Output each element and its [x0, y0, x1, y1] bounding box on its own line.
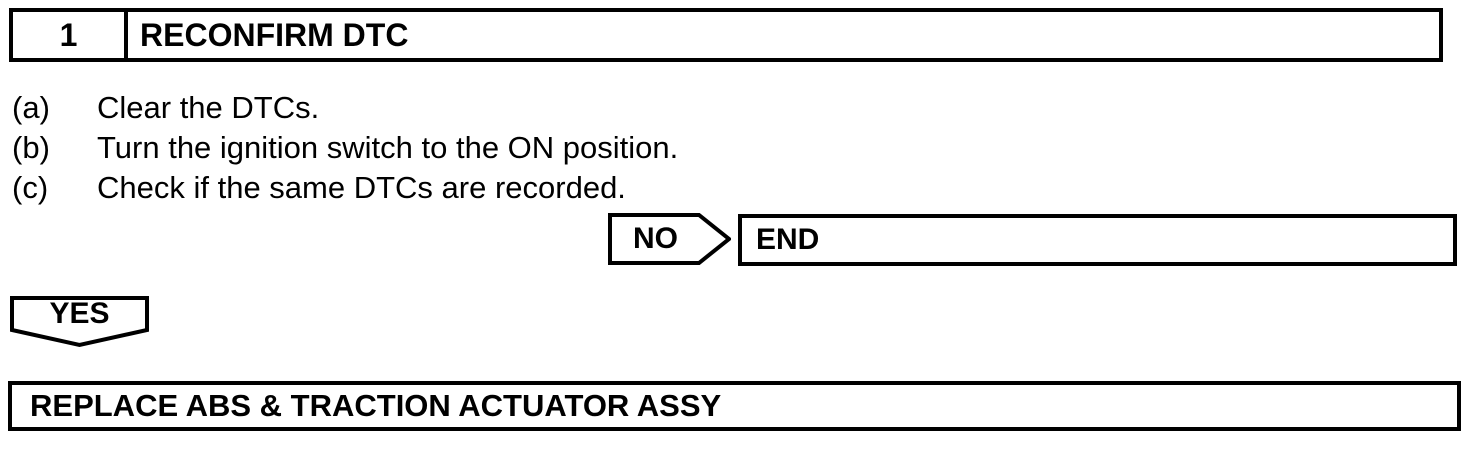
step-title: RECONFIRM DTC [140, 17, 409, 53]
instruction-step-c: (c) Check if the same DTCs are recorded. [12, 168, 912, 208]
end-result-box: END [738, 214, 1457, 266]
no-branch-connector: NO [608, 213, 731, 265]
instruction-text: Clear the DTCs. [97, 90, 320, 125]
step-header-box: 1 RECONFIRM DTC [9, 8, 1443, 62]
instruction-list: (a) Clear the DTCs. (b) Turn the ignitio… [12, 88, 912, 208]
down-point-banner-shape [10, 296, 149, 348]
no-branch-label: NO [633, 222, 678, 255]
step-number: 1 [13, 12, 128, 58]
instruction-label: (c) [12, 170, 49, 205]
instruction-label: (a) [12, 90, 50, 125]
instruction-step-b: (b) Turn the ignition switch to the ON p… [12, 128, 912, 168]
right-arrow-pentagon-shape [608, 213, 731, 265]
action-result-box: REPLACE ABS & TRACTION ACTUATOR ASSY [8, 381, 1461, 431]
yes-branch-label: YES [49, 297, 110, 330]
instruction-text: Turn the ignition switch to the ON posit… [97, 130, 679, 165]
instruction-step-a: (a) Clear the DTCs. [12, 88, 912, 128]
instruction-text: Check if the same DTCs are recorded. [97, 170, 626, 205]
instruction-label: (b) [12, 130, 50, 165]
yes-branch-connector: YES [10, 296, 149, 348]
